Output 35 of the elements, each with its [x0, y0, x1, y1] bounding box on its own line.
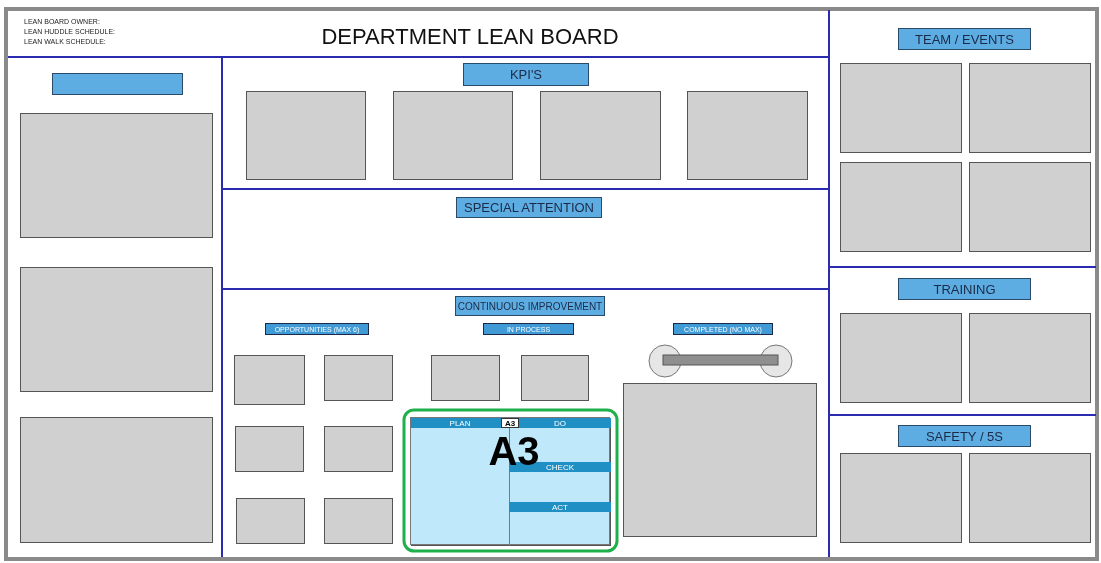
- placeholder-card: [840, 313, 962, 403]
- placeholder-card: [20, 113, 213, 238]
- placeholder-card: [235, 426, 304, 472]
- placeholder-card: [393, 91, 513, 180]
- placeholder-card: [969, 162, 1091, 252]
- form-section-header: ACT: [509, 502, 611, 512]
- placeholder-card: [20, 417, 213, 543]
- placeholder-card: [840, 162, 962, 252]
- placeholder-card: [840, 453, 962, 543]
- placeholder-card: [324, 355, 393, 401]
- a3-form: [410, 417, 610, 545]
- section-header: CONTINUOUS IMPROVEMENT: [455, 296, 605, 316]
- placeholder-card: [969, 313, 1091, 403]
- placeholder-card: [20, 267, 213, 392]
- placeholder-card: [246, 91, 366, 180]
- placeholder-card: [521, 355, 589, 401]
- form-tag: A3: [501, 418, 519, 428]
- placeholder-card: [623, 383, 817, 537]
- section-header: SPECIAL ATTENTION: [456, 197, 602, 218]
- placeholder-card: [969, 63, 1091, 153]
- section-header: TEAM / EVENTS: [898, 28, 1031, 50]
- placeholder-card: [431, 355, 500, 401]
- section-header: [52, 73, 183, 95]
- placeholder-card: [234, 355, 305, 405]
- placeholder-card: [236, 498, 305, 544]
- placeholder-card: [540, 91, 661, 180]
- placeholder-card: [324, 426, 393, 472]
- board-title: DEPARTMENT LEAN BOARD: [320, 24, 620, 50]
- placeholder-card: [969, 453, 1091, 543]
- placeholder-card: [840, 63, 962, 153]
- section-header: KPI'S: [463, 63, 589, 86]
- placeholder-card: [687, 91, 808, 180]
- placeholder-card: [324, 498, 393, 544]
- section-header: SAFETY / 5S: [898, 425, 1031, 447]
- section-header: TRAINING: [898, 278, 1031, 300]
